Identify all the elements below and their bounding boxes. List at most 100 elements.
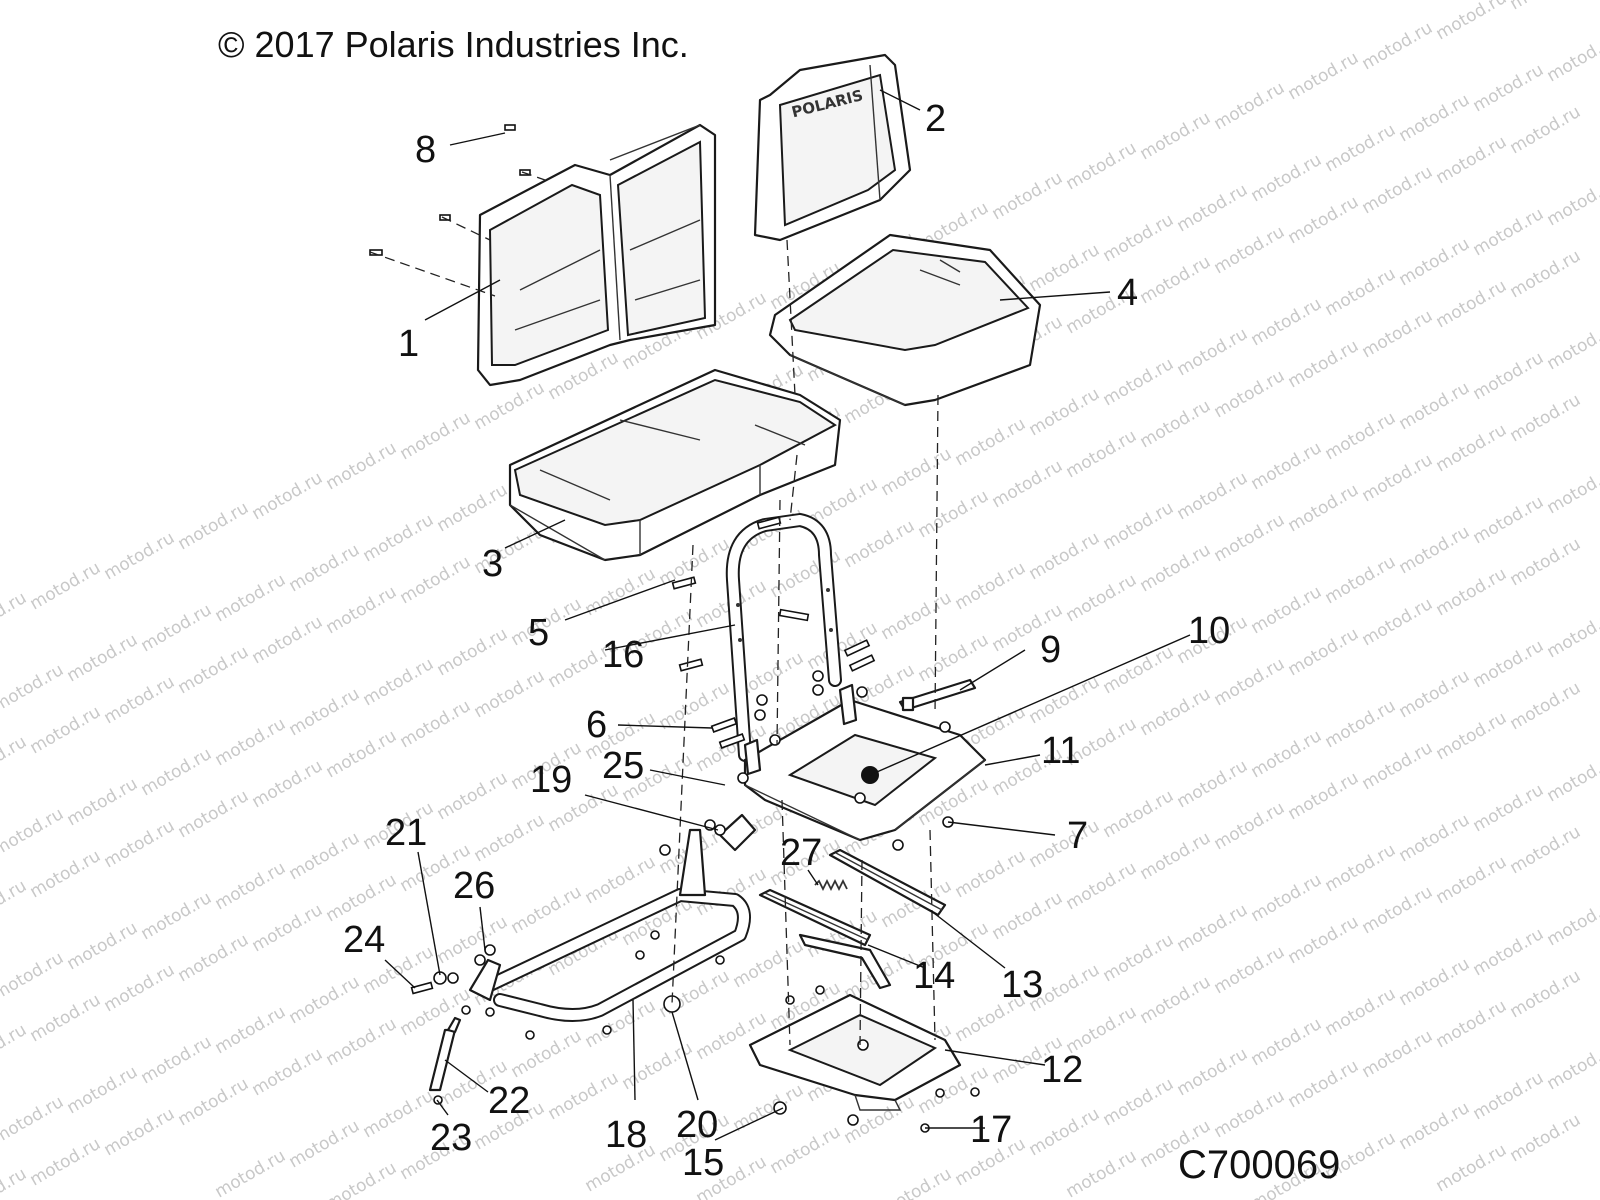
watermark-text: motod.ru: [101, 528, 179, 584]
watermark-text: motod.ru: [1248, 582, 1326, 638]
watermark-text: motod.ru: [1248, 438, 1326, 494]
part-27-spring: [814, 878, 848, 892]
watermark-text: motod.ru: [1063, 570, 1141, 626]
watermark-text: motod.ru: [1100, 354, 1178, 410]
watermark-text: motod.ru: [212, 1146, 290, 1200]
watermark-text: motod.ru: [360, 1086, 438, 1142]
watermark-text: motod.ru: [27, 990, 105, 1046]
watermark-text: motod.ru: [434, 624, 512, 680]
watermark-text: motod.ru: [1470, 492, 1548, 548]
watermark-text: motod.ru: [1433, 852, 1511, 908]
callout-6: 6: [586, 704, 607, 746]
watermark-text: motod.ru: [27, 846, 105, 902]
watermark-text: motod.ru: [1063, 138, 1141, 194]
watermark-text: motod.ru: [952, 846, 1030, 902]
watermark-text: motod.ru: [1322, 408, 1400, 464]
drawing-code: C700069: [1178, 1143, 1340, 1187]
watermark-text: motod.ru: [1026, 1104, 1104, 1160]
watermark-text: motod.ru: [1433, 1140, 1511, 1196]
watermark-text: motod.ru: [27, 702, 105, 758]
watermark-text: motod.ru: [434, 912, 512, 968]
watermark-text: motod.ru: [249, 612, 327, 668]
callout-18: 18: [605, 1114, 647, 1156]
watermark-text: motod.ru: [0, 804, 67, 860]
watermark-text: motod.ru: [1100, 786, 1178, 842]
part-9-strap: [898, 678, 977, 712]
watermark-text: motod.ru: [1285, 624, 1363, 680]
watermark-text: motod.ru: [397, 696, 475, 752]
watermark-text: motod.ru: [1322, 984, 1400, 1040]
watermark-text: motod.ru: [1026, 672, 1104, 728]
part-22-gas-strut: [428, 1016, 462, 1092]
watermark-text: motod.ru: [0, 1092, 67, 1148]
watermark-text: motod.ru: [101, 816, 179, 872]
watermark-text: motod.ru: [249, 756, 327, 812]
callout-27: 27: [780, 832, 822, 874]
part-14-slide-rail: [758, 888, 892, 990]
callout-24: 24: [343, 919, 385, 961]
watermark-text: motod.ru: [1359, 162, 1437, 218]
watermark-text: motod.ru: [1137, 396, 1215, 452]
watermark-text: motod.ru: [1433, 996, 1511, 1052]
watermark-text: motod.ru: [730, 936, 808, 992]
watermark-text: motod.ru: [1100, 1074, 1178, 1130]
watermark-text: motod.ru: [1359, 738, 1437, 794]
callout-26: 26: [453, 865, 495, 907]
watermark-text: motod.ru: [397, 552, 475, 608]
watermark-text: motod.ru: [1396, 378, 1474, 434]
watermark-text: motod.ru: [471, 810, 549, 866]
watermark-text: motod.ru: [175, 498, 253, 554]
watermark-text: motod.ru: [1433, 708, 1511, 764]
watermark-text: motod.ru: [1026, 384, 1104, 440]
watermark-text: motod.ru: [1544, 894, 1600, 950]
watermark-text: motod.ru: [1322, 264, 1400, 320]
watermark-text: motod.ru: [1396, 1098, 1474, 1154]
watermark-text: motod.ru: [1470, 204, 1548, 260]
watermark-text: motod.ru: [212, 858, 290, 914]
watermark-text: motod.ru: [1137, 972, 1215, 1028]
watermark-text: motod.ru: [138, 744, 216, 800]
watermark-text: motod.ru: [1544, 318, 1600, 374]
leader-lines: [384, 89, 1191, 1141]
watermark-text: motod.ru: [138, 888, 216, 944]
watermark-text: motod.ru: [1544, 174, 1600, 230]
watermark-text: motod.ru: [1396, 810, 1474, 866]
part-3-bench-cushion: [508, 368, 842, 562]
watermark-text: motod.ru: [286, 540, 364, 596]
watermark-text: motod.ru: [1507, 390, 1585, 446]
callout-4: 4: [1117, 272, 1138, 314]
watermark-text: motod.ru: [1544, 462, 1600, 518]
watermark-text: motod.ru: [1211, 942, 1289, 998]
watermark-text: motod.ru: [286, 972, 364, 1028]
watermark-text: motod.ru: [1507, 1110, 1585, 1166]
watermark-text: motod.ru: [27, 1134, 105, 1190]
callout-13: 13: [1001, 964, 1043, 1006]
part-2-backrest: POLARIS: [753, 53, 912, 242]
watermark-text: motod.ru: [1026, 816, 1104, 872]
watermark-text: motod.ru: [1285, 912, 1363, 968]
watermark-text: motod.ru: [619, 1038, 697, 1094]
watermark-text: motod.ru: [1359, 594, 1437, 650]
watermark-text: motod.ru: [1285, 480, 1363, 536]
callout-12: 12: [1041, 1049, 1083, 1091]
watermark-text: motod.ru: [1285, 48, 1363, 104]
callout-23: 23: [430, 1117, 472, 1159]
callout-20: 20: [676, 1104, 718, 1146]
callout-1: 1: [398, 323, 419, 365]
part-18-lower-frame: [468, 828, 751, 1022]
copyright-text: © 2017 Polaris Industries Inc.: [218, 24, 689, 65]
watermark-text: motod.ru: [1100, 930, 1178, 986]
watermark-text: motod.ru: [175, 1074, 253, 1130]
callout-labels: 1 2 3 4 5 6 7 8 9 10 11 12 13 14 15 16 1…: [343, 98, 1230, 1184]
watermark-text: motod.ru: [286, 828, 364, 884]
watermark-text: motod.ru: [138, 1032, 216, 1088]
watermark-text: motod.ru: [1544, 1038, 1600, 1094]
watermark-text: motod.ru: [1507, 246, 1585, 302]
watermark-text: motod.ru: [1470, 60, 1548, 116]
watermark-text: motod.ru: [1248, 1014, 1326, 1070]
watermark-text: motod.ru: [212, 714, 290, 770]
watermark-text: motod.ru: [1063, 1146, 1141, 1200]
watermark-text: motod.ru: [1507, 822, 1585, 878]
watermark-text: motod.ru: [1174, 468, 1252, 524]
